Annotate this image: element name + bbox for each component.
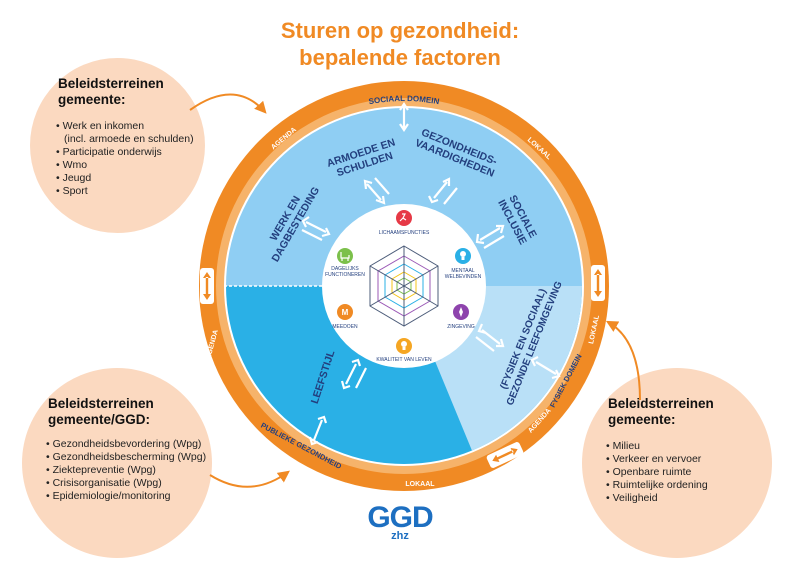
double-arrow-icon bbox=[475, 224, 505, 249]
core-item-meedoen: M MEEDOEN bbox=[332, 304, 358, 330]
core-label-kwaliteit: KWALITEIT VAN LEVEN bbox=[376, 357, 432, 363]
core-label-lichaamsfuncties: LICHAAMSFUNCTIES bbox=[379, 230, 430, 236]
list-item: Wmo bbox=[56, 159, 194, 172]
double-arrow-icon bbox=[301, 216, 331, 241]
list-item: Jeugd bbox=[56, 172, 194, 185]
list-item: Gezondheidsbescherming (Wpg) bbox=[46, 451, 207, 464]
bubble-top-heading2: gemeente: bbox=[58, 92, 126, 107]
ring-label-lokaal-b: LOKAAL bbox=[405, 481, 435, 488]
double-arrow-icon bbox=[428, 177, 458, 205]
ring-double-arrow-left-icon bbox=[200, 268, 214, 304]
list-item: Verkeer en vervoer bbox=[606, 453, 708, 466]
logo-main: GGD bbox=[367, 501, 433, 534]
bubble-br-list: Milieu Verkeer en vervoer Openbare ruimt… bbox=[606, 440, 708, 505]
double-arrow-icon bbox=[308, 415, 328, 446]
ring-double-arrow-right-icon bbox=[591, 265, 605, 301]
arrow-top-bubble-icon bbox=[189, 93, 267, 114]
ggd-logo: GGD zhz bbox=[355, 503, 445, 542]
list-item: Crisisorganisatie (Wpg) bbox=[46, 477, 206, 490]
double-arrow-icon bbox=[530, 356, 561, 380]
bubble-top-list: Werk en inkomen (incl. armoede en schuld… bbox=[56, 120, 194, 198]
double-arrow-icon bbox=[399, 102, 409, 132]
list-item: Epidemiologie/monitoring bbox=[46, 490, 206, 503]
chair-icon bbox=[337, 248, 353, 264]
core-label-meedoen: MEEDOEN bbox=[332, 324, 358, 330]
double-arrow-icon bbox=[475, 323, 505, 352]
core-item-kwaliteit: KWALITEIT VAN LEVEN bbox=[376, 338, 432, 363]
bubble-br-heading2: gemeente: bbox=[608, 412, 676, 427]
ring-double-arrow-bottom-icon bbox=[486, 442, 524, 468]
double-arrow-icon bbox=[363, 177, 390, 205]
core-item-zingeving: ZINGEVING bbox=[447, 304, 475, 330]
list-item: Sport bbox=[56, 185, 194, 198]
double-arrow-icon bbox=[340, 358, 367, 390]
bubble-bl-heading1: Beleidsterreinen bbox=[48, 396, 154, 411]
list-item: Werk en inkomen bbox=[56, 120, 194, 133]
arrow-bottom-right-bubble-icon bbox=[605, 320, 641, 401]
core-item-lichaamsfuncties: LICHAAMSFUNCTIES bbox=[379, 210, 430, 236]
core-label-zingeving: ZINGEVING bbox=[447, 324, 475, 330]
bubble-bl-heading2: gemeente/GGD: bbox=[48, 412, 151, 427]
list-item: Openbare ruimte bbox=[606, 466, 708, 479]
page-title-line1: Sturen op gezondheid: bbox=[280, 18, 520, 43]
bubble-br-heading1: Beleidsterreinen bbox=[608, 396, 714, 411]
list-item: Ziektepreventie (Wpg) bbox=[46, 464, 206, 477]
bubble-top-heading1: Beleidsterreinen bbox=[58, 76, 164, 91]
list-item: Milieu bbox=[606, 440, 708, 453]
spider-web bbox=[369, 245, 439, 327]
list-item-continuation: (incl. armoede en schulden) bbox=[64, 133, 194, 145]
logo-sub: zhz bbox=[391, 530, 409, 542]
svg-text:M: M bbox=[342, 308, 349, 317]
page-title-line2: bepalende factoren bbox=[299, 45, 501, 70]
list-item: Participatie onderwijs bbox=[56, 146, 194, 159]
people-icon bbox=[337, 304, 353, 320]
bubble-bl-list: Gezondheidsbevordering (Wpg) Gezondheids… bbox=[46, 438, 207, 503]
list-item: Gezondheidsbevordering (Wpg) bbox=[46, 438, 206, 451]
ring-label-sociaal-domein: SOCIAAL DOMEIN bbox=[368, 94, 440, 106]
arrow-bottom-left-bubble-icon bbox=[209, 470, 290, 488]
sector-arrows bbox=[301, 102, 561, 446]
list-item: Ruimtelijke ordening bbox=[606, 479, 708, 492]
list-item: (incl. armoede en schulden) bbox=[56, 133, 194, 146]
list-item: Veiligheid bbox=[606, 492, 708, 505]
